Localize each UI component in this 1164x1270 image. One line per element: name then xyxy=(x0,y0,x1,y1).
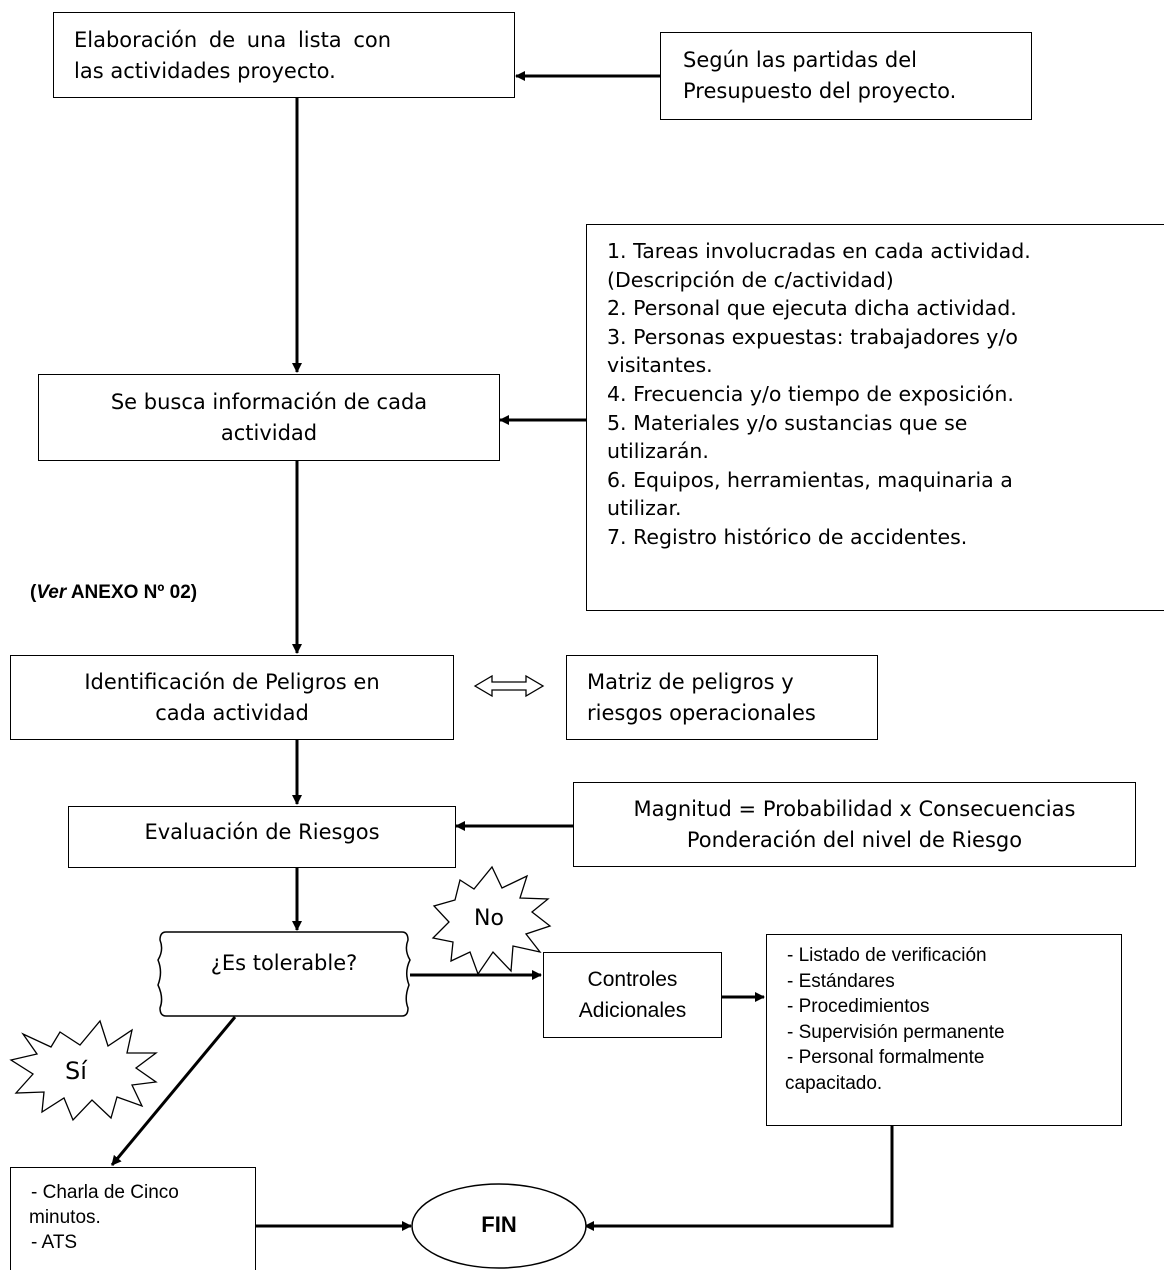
tolerable-question: ¿Es tolerable? xyxy=(160,951,408,975)
end-ellipse xyxy=(411,1183,587,1269)
annex-ver: Ver xyxy=(36,582,67,603)
controls-list-item: - Personal formalmente xyxy=(787,1047,985,1068)
decision-shape xyxy=(157,931,411,1017)
arrow-controls-to-end xyxy=(584,1126,894,1231)
activity-list-line-2: las actividades proyecto. xyxy=(74,59,336,83)
yes-label: Sí xyxy=(65,1057,87,1085)
annex-paren: ( xyxy=(30,582,37,603)
info-item-line: 4. Frecuencia y/o tiempo de exposición. xyxy=(607,381,1014,406)
info-item-line: utilizar. xyxy=(607,496,682,521)
risk-eval-label: Evaluación de Riesgos xyxy=(144,820,380,844)
hazard-id-box: Identificación de Peligros en cada activ… xyxy=(10,655,454,740)
hazard-matrix-box: Matriz de peligros y riesgos operacional… xyxy=(566,655,878,740)
magnitude-line-2: Ponderación del nivel de Riesgo xyxy=(686,828,1023,852)
controls-list-item: - Supervisión permanente xyxy=(787,1021,1005,1043)
risk-eval-box: Evaluación de Riesgos xyxy=(68,806,456,868)
controls-list-item: capacitado. xyxy=(785,1072,883,1094)
activity-list-line-1: Elaboración de una lista con xyxy=(74,28,392,52)
five-minute-talk-line: - Charla de Cinco xyxy=(31,1182,179,1203)
double-arrow-icon xyxy=(473,674,545,698)
end-label: FIN xyxy=(481,1212,517,1237)
controls-list-item: - Listado de verificación xyxy=(787,945,987,966)
info-item-line: (Descripción de c/actividad) xyxy=(607,267,894,292)
hazard-id-line-1: Identificación de Peligros en xyxy=(84,670,380,694)
search-info-box: Se busca información de cada actividad xyxy=(38,374,500,461)
magnitude-line-1: Magnitud = Probabilidad x Consecuencias xyxy=(633,797,1076,821)
controls-list-item: - Procedimientos xyxy=(787,996,930,1017)
search-info-line-2: actividad xyxy=(220,421,318,445)
info-item-line: 7. Registro histórico de accidentes. xyxy=(607,524,968,549)
five-minute-talk-box: - Charla de Cinco minutos. - ATS xyxy=(10,1167,256,1270)
info-item-line: 2. Personal que ejecuta dicha actividad. xyxy=(607,296,1017,321)
info-item-line: visitantes. xyxy=(607,353,713,378)
hazard-matrix-line-1: Matriz de peligros y xyxy=(587,670,794,694)
additional-controls-box: Controles Adicionales xyxy=(543,952,722,1038)
no-burst-icon xyxy=(431,865,552,976)
five-minute-talk-line: minutos. xyxy=(29,1207,101,1228)
info-item-line: 5. Materiales y/o sustancias que se xyxy=(607,410,968,435)
arrow-question-to-talk xyxy=(110,1016,237,1166)
info-items-box: 1. Tareas involucradas en cada actividad… xyxy=(586,224,1164,611)
budget-items-line-2: Presupuesto del proyecto. xyxy=(683,79,957,103)
info-item-line: 1. Tareas involucradas en cada actividad… xyxy=(607,239,1031,263)
annex-rest: ANEXO Nº 02) xyxy=(66,582,198,603)
info-item-line: utilizarán. xyxy=(607,439,709,464)
magnitude-box: Magnitud = Probabilidad x Consecuencias … xyxy=(573,782,1136,867)
annex-reference: (Ver ANEXO Nº 02) xyxy=(30,582,197,604)
hazard-id-line-2: cada actividad xyxy=(155,701,309,725)
tolerable-question-label: ¿Es tolerable? xyxy=(210,951,358,975)
budget-items-line-1: Según las partidas del xyxy=(683,48,917,72)
no-label: No xyxy=(474,906,504,931)
five-minute-talk-line: - ATS xyxy=(31,1232,78,1253)
additional-controls-line-2: Adicionales xyxy=(578,999,687,1022)
activity-list-box: Elaboración de una lista con las activid… xyxy=(53,12,515,98)
info-item-line: 6. Equipos, herramientas, maquinaria a xyxy=(607,467,1013,492)
search-info-line-1: Se busca información de cada xyxy=(110,390,428,414)
controls-list-box: - Listado de verificación - Estándares -… xyxy=(766,934,1122,1126)
additional-controls-line-1: Controles xyxy=(587,968,678,991)
yes-burst-icon xyxy=(9,1019,158,1122)
info-item-line: 3. Personas expuestas: trabajadores y/o xyxy=(607,324,1018,349)
controls-list-item: - Estándares xyxy=(787,970,895,992)
budget-items-box: Según las partidas del Presupuesto del p… xyxy=(660,32,1032,120)
hazard-matrix-line-2: riesgos operacionales xyxy=(587,701,816,725)
